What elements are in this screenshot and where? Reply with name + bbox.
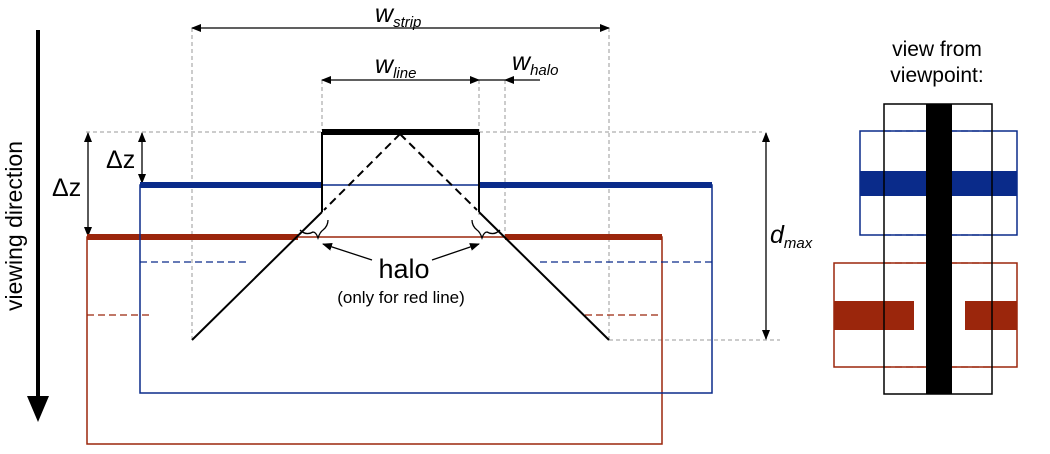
w-strip-label: wstrip [375, 0, 421, 31]
halo-note: (only for red line) [337, 288, 465, 307]
blue-strip [139, 182, 713, 394]
view-title-line2: viewpoint: [890, 64, 983, 87]
view-title-line1: view from [892, 38, 982, 61]
w-line-label: wline [375, 51, 416, 82]
viewing-direction-label: viewing direction [1, 141, 27, 311]
halo-callout-arrows [322, 242, 480, 261]
viewpoint-black-line [883, 103, 993, 395]
halo-braces [299, 219, 501, 241]
viewing-direction-arrow [27, 30, 49, 422]
halo-label: halo [378, 254, 429, 284]
red-strip [86, 234, 663, 445]
d-max-label: dmax [770, 221, 813, 252]
viewpoint-red-band [833, 262, 1018, 368]
delta-z-large-label: Δz [52, 174, 81, 202]
delta-z-small-label: Δz [106, 146, 135, 174]
w-halo-label: whalo [512, 48, 558, 79]
black-line-and-cone [191, 129, 610, 341]
